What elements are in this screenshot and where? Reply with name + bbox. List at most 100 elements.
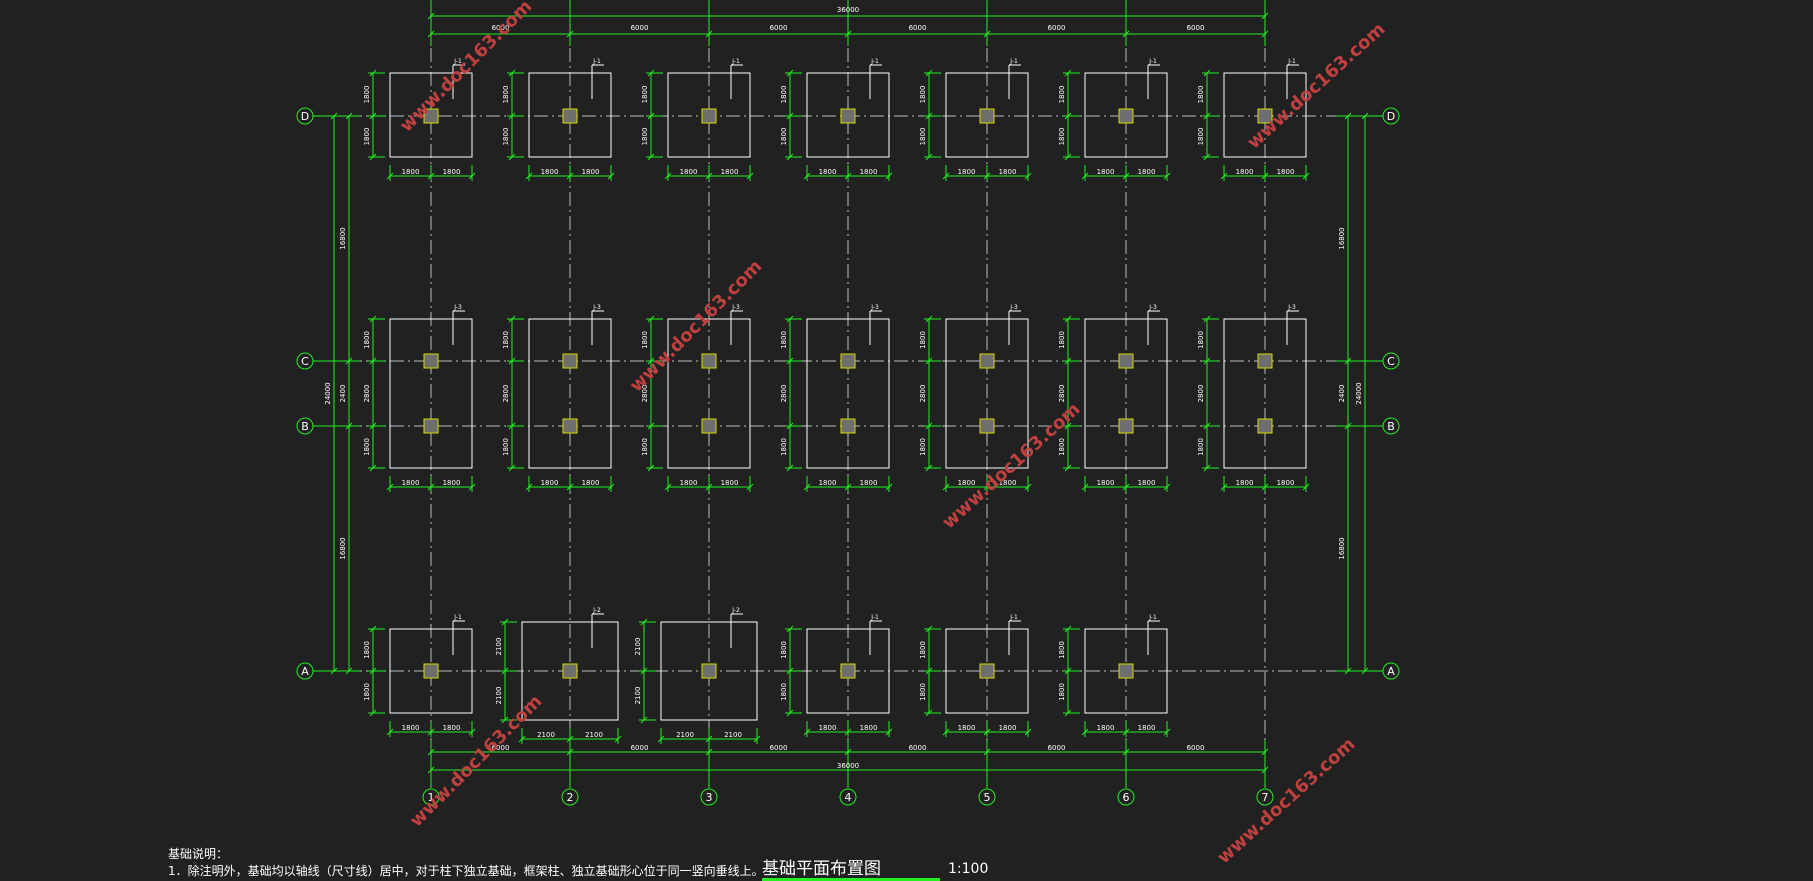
- footing-A6-height-label: 1800: [1058, 641, 1066, 659]
- footing-D1-tag: J-1: [453, 58, 462, 65]
- bottom-bay-dim-label: 6000: [492, 744, 510, 752]
- bottom-bay-tick: [705, 748, 713, 756]
- axis-bubble-4-circle: [839, 788, 857, 806]
- footing-A1-height-label: 1800: [363, 683, 371, 701]
- footing-CB3-height-label: 2800: [641, 385, 649, 403]
- footing-A4-height-tick: [786, 709, 794, 717]
- footing-D4-column: [840, 108, 856, 124]
- footing-D4-height-tick: [786, 69, 794, 77]
- footing-D2-height-tick: [508, 69, 516, 77]
- footing-D2-height-label: 1800: [502, 128, 510, 146]
- footing-CB2-height-tick: [508, 315, 516, 323]
- footing-A3-height-tick: [640, 618, 648, 626]
- footing-CB2-width-label: 1800: [541, 479, 559, 487]
- footing-A3-height-tick: [640, 716, 648, 724]
- bottom-bay-dim-label: 6000: [909, 744, 927, 752]
- footing-A6-outline: [1084, 628, 1168, 714]
- footing-CB7-column: [1257, 418, 1273, 434]
- footing-CB2-width-tick: [607, 483, 615, 491]
- footing-CB6-height-tick: [1064, 464, 1072, 472]
- footing-CB1-height-label: 2800: [363, 385, 371, 403]
- footing-CB7-tag: J-3: [1287, 304, 1296, 311]
- footing-CB7-column: [1257, 353, 1273, 369]
- notes-line-1: 1．除注明外，基础均以轴线（尺寸线）居中，对于柱下独立基础，框架柱、独立基础形心…: [168, 864, 764, 878]
- footing-CB4-width-tick: [885, 483, 893, 491]
- footing-D6-width-tick: [1122, 172, 1130, 180]
- axis-bubble-left-C-circle: [296, 352, 314, 370]
- footing-A1-height-tick: [369, 667, 377, 675]
- footing-D5-outline: [945, 72, 1029, 158]
- footing-A6-column: [1118, 663, 1134, 679]
- footing-CB5-outline: [945, 318, 1029, 469]
- footing-D1-outline: [389, 72, 473, 158]
- footing-D2-tag: J-1: [592, 58, 601, 65]
- footing-A4-width-label: 1800: [860, 724, 878, 732]
- footing-D3-column: [701, 108, 717, 124]
- footing-CB7-height-label: 1800: [1197, 331, 1205, 349]
- footing-CB6-height-tick: [1064, 315, 1072, 323]
- footing-CB5-width-tick: [983, 483, 991, 491]
- footing-A3-width-tick: [705, 735, 713, 743]
- axis-bubble-right-C: C: [1387, 355, 1395, 368]
- footing-A1-height-tick: [369, 709, 377, 717]
- watermark-3: www.doc163.com: [626, 256, 767, 397]
- footing-CB6-width-label: 1800: [1097, 479, 1115, 487]
- footing-CB4-width-label: 1800: [860, 479, 878, 487]
- footing-A3-width-label: 2100: [676, 731, 694, 739]
- watermark-4: www.doc163.com: [938, 399, 1084, 534]
- axis-bubble-6-circle: [1117, 788, 1135, 806]
- footing-A4-width-label: 1800: [819, 724, 837, 732]
- footing-CB6-width-tick: [1163, 483, 1171, 491]
- footing-CB6-tag: J-3: [1148, 304, 1157, 311]
- footing-D1-width-label: 1800: [443, 168, 461, 176]
- foundation-notes: 基础说明： 1．除注明外，基础均以轴线（尺寸线）居中，对于柱下独立基础，框架柱、…: [168, 846, 764, 880]
- top-bay-tick: [566, 30, 574, 38]
- footing-D2-width-label: 1800: [541, 168, 559, 176]
- axis-bubble-1-circle: [422, 788, 440, 806]
- right-seg-dim-label: 2400: [1338, 385, 1346, 403]
- footing-A4-tag: J-1: [870, 614, 879, 621]
- footing-D2-column: [562, 108, 578, 124]
- footing-A5-height-tick: [925, 709, 933, 717]
- footing-CB2-width-tick: [566, 483, 574, 491]
- footing-CB2-outline: [528, 318, 612, 469]
- footing-CB4-height-tick: [786, 315, 794, 323]
- axis-bubble-right-A: A: [1387, 665, 1395, 678]
- footing-CB5-width-tick: [1024, 483, 1032, 491]
- bottom-bay-dim-label: 6000: [631, 744, 649, 752]
- footing-A5-height-tick: [925, 667, 933, 675]
- footing-D7-height-tick: [1203, 69, 1211, 77]
- footing-A3-column: [701, 663, 717, 679]
- footing-CB1-tag: J-3: [453, 304, 462, 311]
- top-bay-tick: [427, 30, 435, 38]
- footing-A2-column: [562, 663, 578, 679]
- footing-D2-width-tick: [607, 172, 615, 180]
- footing-D2-width-tick: [566, 172, 574, 180]
- footing-CB5-height-label: 1800: [919, 438, 927, 456]
- axis-bubble-right-A-circle: [1382, 662, 1400, 680]
- footing-CB2-width-label: 1800: [582, 479, 600, 487]
- footing-A2-height-tick: [501, 618, 509, 626]
- footing-A3-width-tick: [753, 735, 761, 743]
- footing-CB2-column: [562, 353, 578, 369]
- footing-D5-width-tick: [1024, 172, 1032, 180]
- footing-D4-width-tick: [844, 172, 852, 180]
- footing-A2-height-label: 2100: [495, 687, 503, 705]
- drawing-scale: 1:100: [948, 861, 989, 877]
- axis-bubble-left-B: B: [301, 420, 309, 433]
- footing-D4-height-label: 1800: [780, 86, 788, 104]
- footing-A5-width-tick: [983, 728, 991, 736]
- footing-A6-width-tick: [1122, 728, 1130, 736]
- footing-CB1-column: [423, 353, 439, 369]
- footing-D2-width-label: 1800: [582, 168, 600, 176]
- footing-A6-width-label: 1800: [1138, 724, 1156, 732]
- footing-D3-outline: [667, 72, 751, 158]
- right-seg-tick: [1344, 422, 1352, 430]
- footing-CB3-height-tick: [647, 315, 655, 323]
- footing-A4-height-tick: [786, 625, 794, 633]
- axis-bubble-4: 4: [845, 791, 852, 804]
- footing-CB2-height-label: 1800: [502, 438, 510, 456]
- footing-D6-height-tick: [1064, 69, 1072, 77]
- axis-bubble-left-A: A: [301, 665, 309, 678]
- left-outer-tick: [330, 667, 338, 675]
